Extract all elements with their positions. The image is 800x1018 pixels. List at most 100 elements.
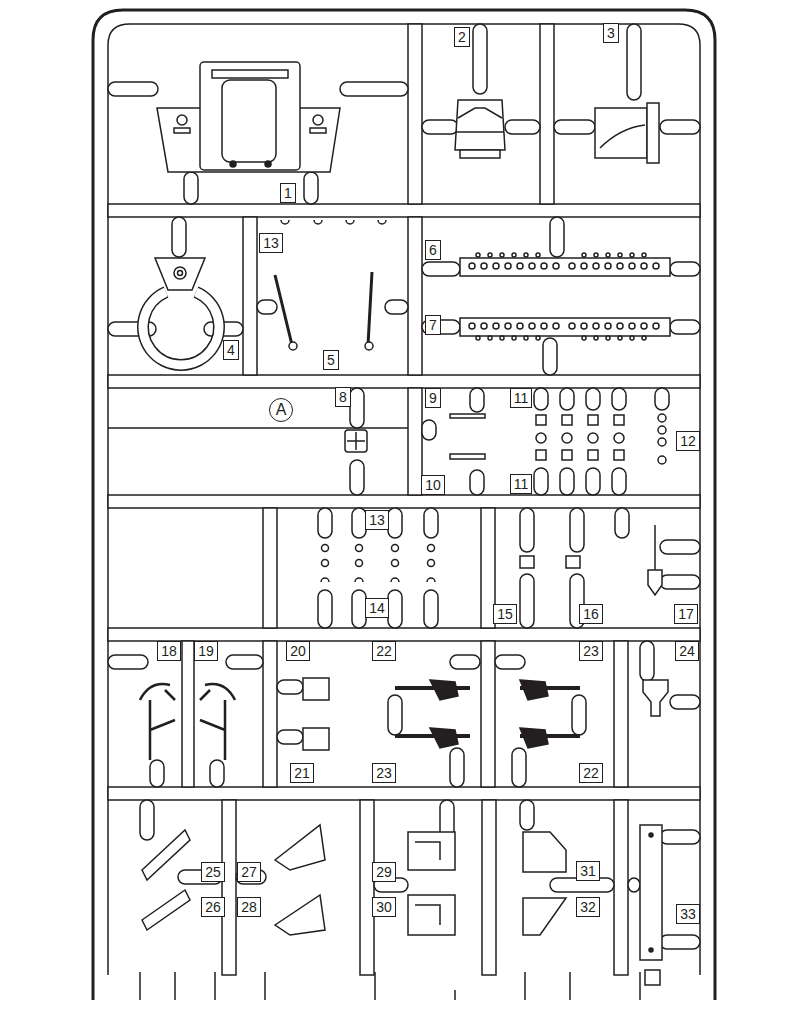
runner	[482, 800, 496, 975]
gate	[520, 574, 534, 628]
runner	[222, 800, 236, 975]
part-drawing	[200, 684, 235, 760]
part-detail	[392, 545, 399, 552]
part-detail	[493, 263, 499, 269]
part-detail	[562, 415, 572, 425]
part-detail	[562, 433, 572, 443]
runner	[481, 641, 495, 787]
part-detail	[642, 253, 646, 257]
part-detail	[355, 578, 363, 582]
part-detail	[488, 253, 492, 257]
gate	[340, 82, 408, 96]
gate	[352, 508, 366, 538]
runner	[408, 24, 422, 204]
part-detail	[617, 263, 623, 269]
gate	[572, 695, 586, 735]
part-detail	[536, 415, 546, 425]
part-detail	[569, 263, 575, 269]
gate	[560, 388, 574, 410]
part-number: 33	[676, 904, 700, 924]
gate	[660, 830, 700, 844]
part-detail	[614, 433, 624, 443]
part-drawing	[523, 832, 566, 935]
gate	[184, 172, 198, 204]
gate	[660, 935, 700, 949]
gate	[534, 388, 548, 410]
gate	[520, 508, 534, 552]
gate	[550, 217, 564, 257]
gate	[350, 460, 364, 495]
gate	[352, 590, 366, 628]
part-drawing	[460, 150, 500, 158]
part-number: 8	[335, 387, 351, 407]
part-number: 13	[259, 233, 283, 253]
part-number: 22	[579, 763, 603, 783]
part-detail	[593, 323, 599, 329]
part-detail	[488, 336, 492, 340]
part-drawing	[469, 253, 659, 340]
part-detail	[524, 336, 528, 340]
part-number: 9	[425, 388, 441, 408]
part-drawing	[460, 258, 670, 276]
part-drawing	[303, 678, 329, 700]
part-detail	[512, 336, 516, 340]
part-detail	[469, 323, 475, 329]
gate	[257, 300, 277, 314]
runner	[108, 204, 700, 217]
gate	[612, 388, 626, 410]
part-number: 2	[454, 27, 470, 47]
part-detail	[553, 263, 559, 269]
gate	[385, 300, 408, 314]
part-detail	[653, 323, 659, 329]
part-detail	[391, 578, 399, 582]
gate	[640, 641, 654, 681]
part-drawing	[645, 970, 660, 985]
gate	[612, 468, 626, 495]
sprue-frame	[93, 10, 715, 1000]
part-drawing	[455, 100, 505, 150]
runner	[243, 217, 257, 375]
part-drawing	[600, 125, 645, 148]
part-detail	[630, 336, 634, 340]
part-detail	[629, 323, 635, 329]
gate	[108, 82, 158, 96]
part-number: 21	[290, 763, 314, 783]
part-detail	[469, 263, 475, 269]
part-drawing	[174, 128, 190, 133]
gate	[473, 24, 487, 94]
gate	[534, 468, 548, 495]
part-detail	[629, 263, 635, 269]
part-drawing	[275, 272, 372, 345]
part-detail	[658, 426, 666, 434]
part-detail	[606, 336, 610, 340]
part-drawing	[174, 267, 186, 279]
part-drawing	[654, 525, 656, 570]
part-detail	[641, 263, 647, 269]
gate	[628, 878, 640, 892]
part-detail	[541, 263, 547, 269]
gate	[560, 468, 574, 495]
part-detail	[553, 323, 559, 329]
part-number: 10	[421, 475, 445, 495]
gate	[450, 748, 464, 787]
part-detail	[356, 545, 363, 552]
part-detail	[529, 323, 535, 329]
gate	[108, 24, 700, 949]
part-drawing	[142, 830, 190, 930]
part-detail	[428, 560, 435, 567]
part-detail	[500, 253, 504, 257]
gate	[140, 800, 154, 840]
part-drawing	[647, 103, 659, 163]
runner	[108, 787, 700, 800]
runner	[614, 800, 628, 975]
gate	[172, 217, 186, 257]
part-drawing	[281, 220, 386, 224]
gate	[670, 320, 700, 334]
part-detail	[481, 263, 487, 269]
part-number: 12	[676, 431, 700, 451]
gate	[586, 468, 600, 495]
gate	[660, 540, 700, 554]
part-number: 14	[365, 598, 389, 618]
